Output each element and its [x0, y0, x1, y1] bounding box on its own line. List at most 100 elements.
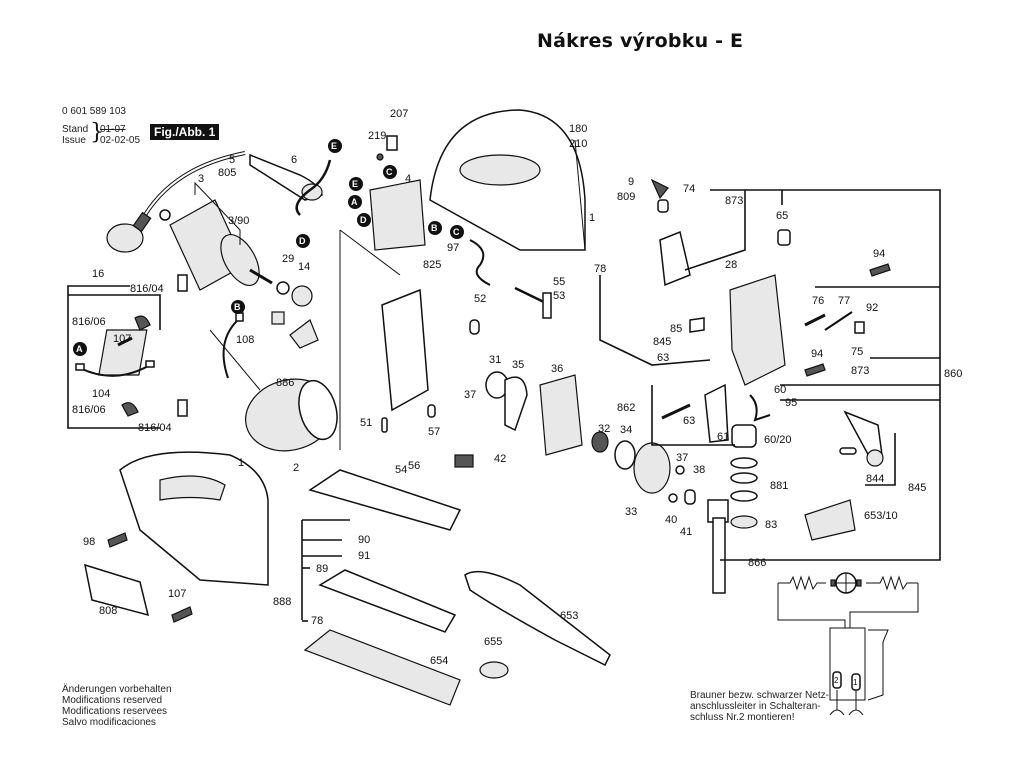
part-label: 873	[851, 365, 869, 377]
callout-a-switch: A	[348, 195, 362, 209]
part-label: 56	[408, 460, 420, 472]
part-label: 1	[238, 457, 244, 469]
part-label: 816/04	[138, 422, 172, 434]
part-label: 85	[670, 323, 682, 335]
motor-head	[650, 178, 891, 443]
part-label: 78	[594, 263, 606, 275]
part-label: 97	[447, 242, 459, 254]
part-label: 78	[311, 615, 323, 627]
callout-b-switch: B	[428, 221, 442, 235]
svg-text:B: B	[234, 302, 241, 312]
part-label: 809	[617, 191, 635, 203]
part-label: 60/20	[764, 434, 792, 446]
gear-assembly	[591, 431, 729, 594]
field-coil	[209, 329, 338, 452]
callout-c-cable: C	[450, 225, 464, 239]
guide-stack-881	[730, 424, 758, 529]
wiring-schematic: 2 1	[777, 572, 919, 716]
callout-c-switch: C	[383, 165, 397, 179]
bearing-parts	[271, 281, 319, 349]
part-label: 63	[683, 415, 695, 427]
part-label: 104	[92, 388, 110, 400]
brush-holder	[75, 274, 244, 417]
part-label: 816/06	[72, 316, 106, 328]
part-label: 38	[693, 464, 705, 476]
part-label: 35	[512, 359, 524, 371]
part-label: 3/90	[228, 215, 249, 227]
svg-text:A: A	[351, 197, 358, 207]
wiring-note-line: schluss Nr.2 montieren!	[690, 712, 795, 723]
part-label: 98	[83, 536, 95, 548]
part-label: 844	[866, 473, 884, 485]
stand-label: Stand	[62, 124, 89, 135]
part-label: 3	[198, 173, 204, 185]
part-label: 36	[551, 363, 563, 375]
callout-e-switch: E	[349, 177, 363, 191]
svg-text:E: E	[352, 179, 358, 189]
part-label: 29	[282, 253, 294, 265]
part-label: 845	[908, 482, 926, 494]
foot-plate	[308, 469, 462, 531]
part-label: 94	[811, 348, 823, 360]
part-label: 4	[405, 173, 411, 185]
part-label: 32	[598, 423, 610, 435]
cable-97	[469, 239, 491, 286]
part-label: 14	[298, 261, 310, 273]
gear-housing	[429, 109, 586, 251]
part-labels: 6580533/9016816/04816/06107104816/06816/…	[72, 108, 962, 667]
part-label: 94	[873, 248, 885, 260]
issue-date: 02-02-05	[100, 135, 141, 146]
part-label: 90	[358, 534, 370, 546]
part-label: 51	[360, 417, 372, 429]
part-label: 881	[770, 480, 788, 492]
part-label: 9	[628, 176, 634, 188]
part-label: 83	[765, 519, 777, 531]
bracket-lines-base	[301, 519, 350, 622]
note-es: Salvo modificaciones	[62, 717, 156, 728]
part-label: 808	[99, 605, 117, 617]
armature	[159, 181, 273, 291]
part-label: 65	[776, 210, 788, 222]
part-label: 28	[725, 259, 737, 271]
switch-block	[369, 135, 426, 251]
note-en: Modifications reserved	[62, 695, 163, 706]
part-label: 76	[812, 295, 824, 307]
svg-text:E: E	[331, 141, 337, 151]
part-label: 75	[851, 346, 863, 358]
pendulum-parts	[381, 286, 583, 468]
part-label: 74	[683, 183, 695, 195]
part-label: 816/04	[130, 283, 164, 295]
note-de: Änderungen vorbehalten	[62, 684, 172, 695]
part-label: 6	[291, 154, 297, 166]
part-label: 107	[113, 333, 131, 345]
svg-text:D: D	[360, 215, 367, 225]
svg-text:A: A	[76, 344, 83, 354]
part-label: 37	[676, 452, 688, 464]
part-label: 91	[358, 550, 370, 562]
base-plate-89	[318, 569, 457, 633]
callout-d-cord: D	[296, 234, 310, 248]
stand-date: 01-07	[100, 124, 126, 135]
issue-label: Issue	[62, 135, 86, 146]
cap-655	[479, 661, 509, 679]
modification-notes: Änderungen vorbehalten Modifications res…	[62, 684, 172, 728]
part-label: 654	[430, 655, 448, 667]
wiring-instruction: Brauner bezw. schwarzer Netz- anschlussl…	[690, 690, 829, 723]
part-label: 655	[484, 636, 502, 648]
callout-e-top: E	[328, 139, 342, 153]
bracket-lines-right	[599, 189, 941, 561]
svg-text:C: C	[386, 167, 393, 177]
part-label: 57	[428, 426, 440, 438]
part-label: 16	[92, 268, 104, 280]
chip-guard-653-10	[804, 499, 856, 541]
part-label: 207	[390, 108, 408, 120]
part-label: 180	[569, 123, 587, 135]
figure-label: Fig./Abb. 1	[150, 124, 220, 140]
power-cord	[106, 151, 246, 253]
part-label: 860	[944, 368, 962, 380]
base-frame-825	[339, 229, 429, 450]
terminal-2-label: 2	[834, 676, 839, 685]
part-label: 53	[553, 290, 565, 302]
part-label: 210	[569, 138, 587, 150]
part-label: 31	[489, 354, 501, 366]
